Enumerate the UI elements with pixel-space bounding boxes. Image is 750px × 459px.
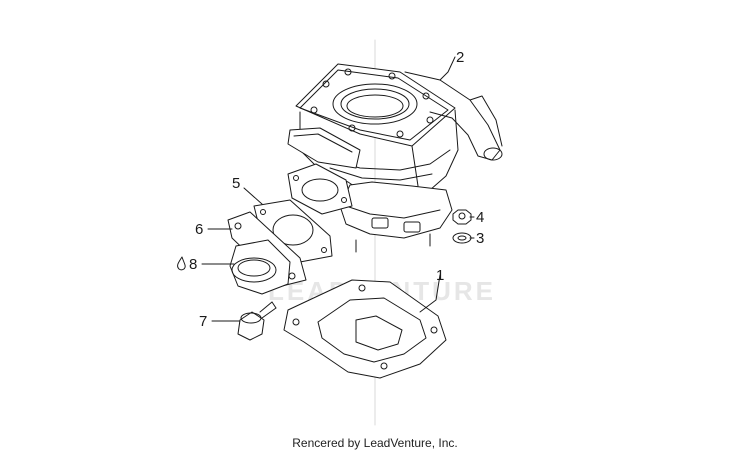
part-washer[interactable] [452, 232, 472, 244]
part-base-gasket[interactable] [283, 279, 447, 379]
exploded-parts-diagram: LEADVENTURE [177, 39, 503, 426]
callout-5: 5 [232, 175, 240, 192]
callout-6: 6 [195, 221, 203, 238]
part-nut[interactable] [452, 209, 472, 225]
callout-2: 2 [456, 49, 464, 66]
callout-8: 8 [189, 256, 197, 273]
part-bolt[interactable] [237, 301, 277, 341]
callout-7: 7 [199, 313, 207, 330]
callout-1: 1 [436, 267, 444, 284]
callout-4: 4 [476, 209, 484, 226]
part-intake-manifold[interactable] [227, 211, 307, 295]
leader-lines [201, 56, 475, 322]
drop-icon [177, 256, 186, 271]
callout-3: 3 [476, 230, 484, 247]
footer-credit: Rencered by LeadVenture, Inc. [292, 436, 458, 450]
part-cylinder[interactable] [287, 63, 503, 253]
